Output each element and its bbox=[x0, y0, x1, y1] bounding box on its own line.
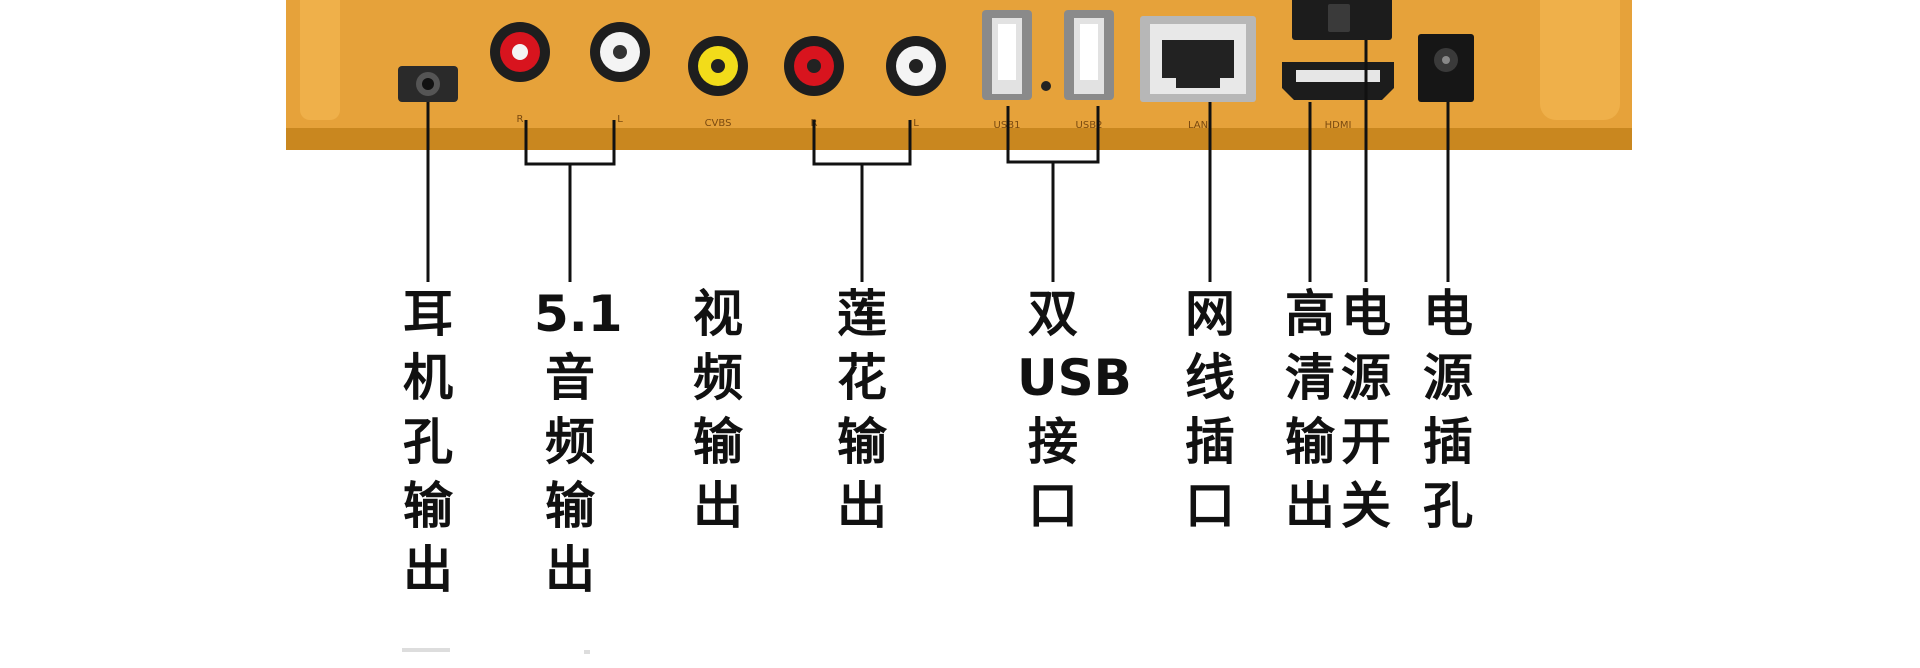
bottom-artifact bbox=[402, 648, 450, 652]
device-body-bottom-shade bbox=[286, 128, 1632, 150]
port-silk-label: USB2 bbox=[1076, 120, 1103, 131]
power-switch-icon bbox=[1292, 0, 1392, 40]
callout-label-power: 电 源 插 孔 bbox=[1423, 285, 1473, 535]
rca-yellow-video: CVBS bbox=[688, 36, 748, 129]
left-foot bbox=[300, 0, 340, 120]
usb-port-icon: USB1 USB2 bbox=[982, 10, 1114, 131]
callout-label-video: 视 频 输 出 bbox=[693, 285, 743, 535]
callout-label-lan: 网 线 插 口 bbox=[1185, 285, 1235, 535]
rca-red-white-audio: R L bbox=[490, 22, 650, 125]
right-foot bbox=[1540, 0, 1620, 120]
port-silk-label: L bbox=[913, 118, 919, 129]
leader-lines bbox=[426, 40, 1450, 282]
port-silk-label: LAN bbox=[1188, 120, 1208, 131]
rca-red-white-lotus: R L bbox=[784, 36, 946, 129]
callout-label-lotus: 莲 花 输 出 bbox=[837, 285, 887, 535]
callout-label-hdmi: 高 清 输 出 bbox=[1285, 285, 1335, 535]
bottom-artifact bbox=[584, 650, 590, 654]
port-silk-label: HDMI bbox=[1325, 120, 1352, 131]
headphone-jack-icon bbox=[398, 66, 458, 102]
callout-label-audio51: 5.1 音 频 输 出 bbox=[534, 285, 623, 599]
port-silk-label: R bbox=[517, 114, 524, 125]
dc-power-jack-icon bbox=[1418, 34, 1474, 102]
port-silk-label: CVBS bbox=[705, 118, 732, 129]
ethernet-port-icon: LAN bbox=[1140, 16, 1256, 131]
callout-label-switch: 电 源 开 关 bbox=[1341, 285, 1391, 535]
callout-label-headphone: 耳 机 孔 输 出 bbox=[403, 285, 453, 599]
port-silk-label: L bbox=[617, 114, 623, 125]
callout-label-usb: 双 USB 接 口 bbox=[1017, 285, 1132, 535]
